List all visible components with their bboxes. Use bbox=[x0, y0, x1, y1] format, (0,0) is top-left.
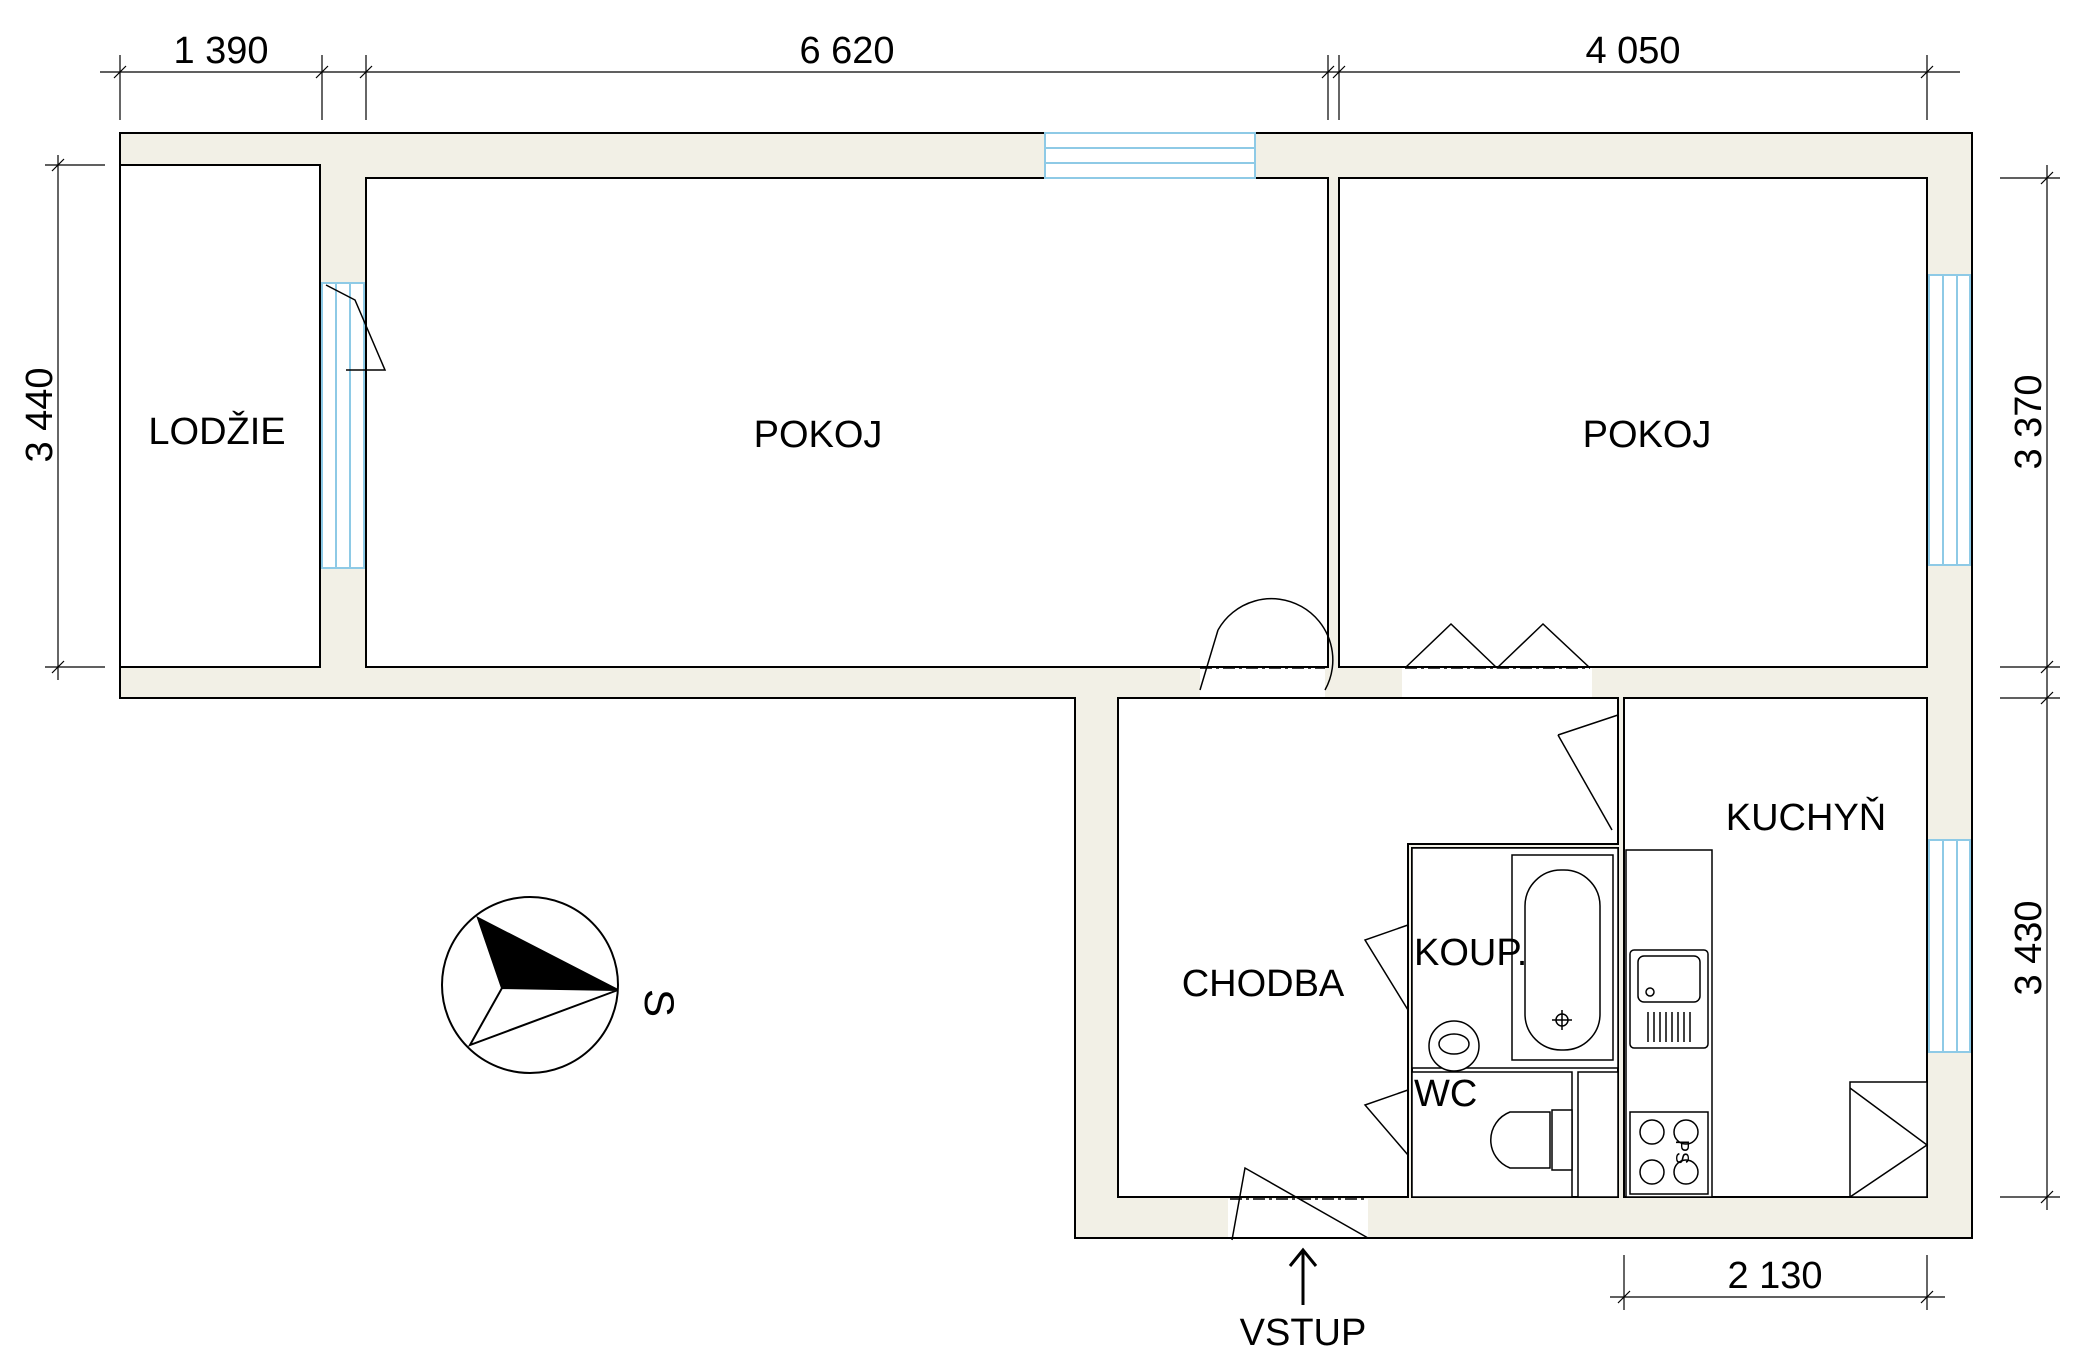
dim-bottom-kitchen: 2 130 bbox=[1727, 1255, 1822, 1297]
window-loggia bbox=[321, 282, 365, 569]
walls bbox=[119, 132, 1973, 1239]
room-label-kuchyn: KUCHYŇ bbox=[1726, 796, 1886, 839]
door-openings bbox=[1200, 668, 1592, 1237]
entrance-label: VSTUP bbox=[1240, 1312, 1367, 1354]
dimension-lines bbox=[45, 55, 2060, 1310]
room-label-pokoj-right: POKOJ bbox=[1583, 414, 1712, 456]
bathroom-fixtures bbox=[1411, 847, 1619, 1198]
room-label-wc: WC bbox=[1414, 1073, 1477, 1115]
room-label-lodzie: LODŽIE bbox=[148, 410, 285, 453]
window-top bbox=[1044, 132, 1256, 179]
dim-right-upper: 3 370 bbox=[2008, 374, 2050, 469]
stove-label: PS bbox=[1672, 1140, 1692, 1164]
doors bbox=[325, 284, 1619, 1241]
window-right-upper bbox=[1928, 274, 1971, 566]
room-label-pokoj-left: POKOJ bbox=[754, 414, 883, 456]
toilet bbox=[1490, 1111, 1551, 1169]
compass-letter: S bbox=[636, 989, 683, 1017]
entrance-arrow-icon bbox=[1288, 1247, 1318, 1305]
windows bbox=[321, 132, 1971, 1053]
fridge-box bbox=[1849, 1081, 1928, 1198]
wc-tank bbox=[1551, 1109, 1573, 1171]
dim-top-pokoj2: 4 050 bbox=[1585, 30, 1680, 72]
shaft bbox=[1577, 1071, 1619, 1198]
window-right-lower bbox=[1928, 839, 1971, 1053]
kitchen-fixtures bbox=[1625, 849, 1929, 1198]
room-label-koupelna: KOUP. bbox=[1414, 932, 1527, 974]
dim-left-height: 3 440 bbox=[19, 367, 61, 462]
compass-icon bbox=[441, 896, 619, 1074]
dim-right-lower: 3 430 bbox=[2008, 900, 2050, 995]
stove bbox=[1629, 1111, 1709, 1195]
dim-top-lodzie: 1 390 bbox=[173, 30, 268, 72]
dim-top-pokoj1: 6 620 bbox=[799, 30, 894, 72]
room-label-chodba: CHODBA bbox=[1182, 963, 1345, 1005]
